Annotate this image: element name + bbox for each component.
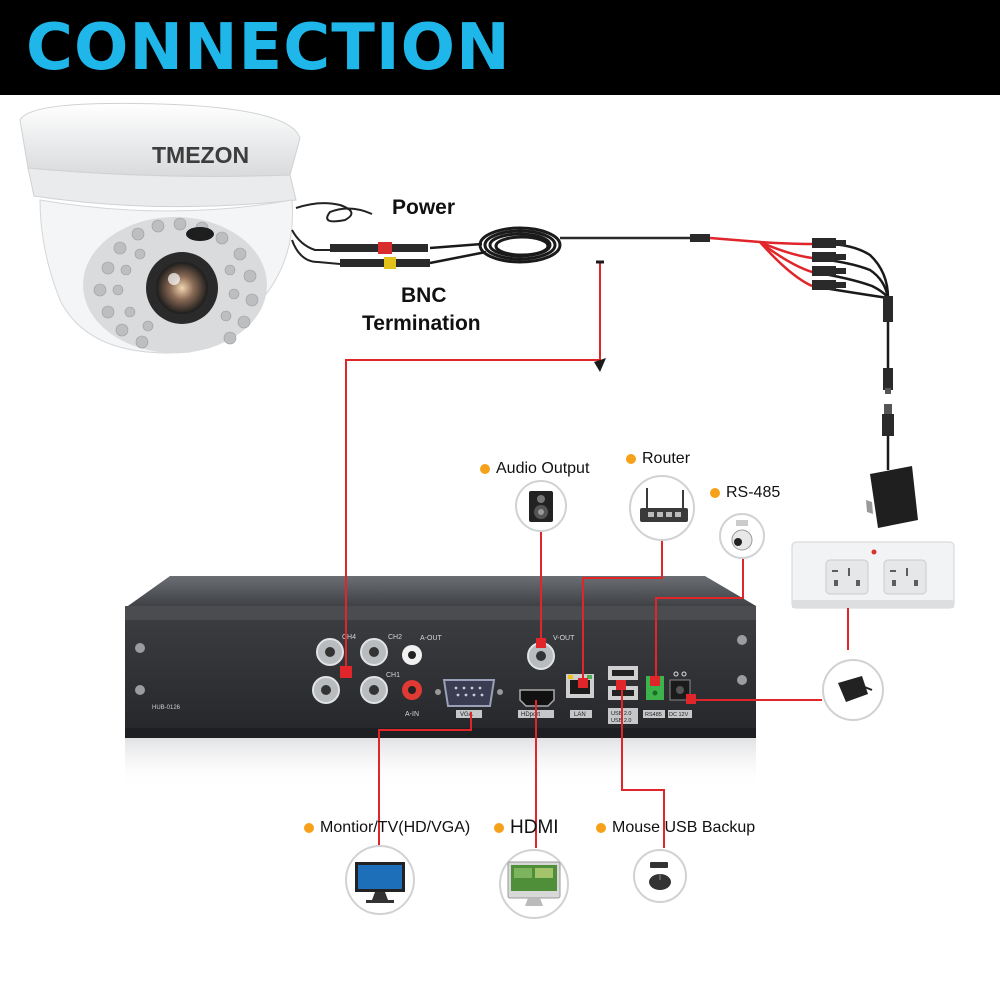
power-adapter-icon xyxy=(822,659,884,721)
camera-brand-text: TMEZON xyxy=(152,142,249,168)
power-label: Power xyxy=(392,196,456,219)
bullet-dot xyxy=(480,464,490,474)
hdmi-text: HDMI xyxy=(510,817,559,838)
hdmi-port-label: HDport xyxy=(521,712,540,718)
page-title: CONNECTION xyxy=(26,11,511,85)
audio-output-label: Audio Output xyxy=(480,460,589,478)
monitor-text: Montior/TV(HD/VGA) xyxy=(320,819,471,836)
router-label: Router xyxy=(626,450,690,468)
ch2-label: CH2 xyxy=(388,634,402,641)
dvr-model-label: HUB-0126 xyxy=(152,705,181,711)
bullet-dot xyxy=(494,823,504,833)
bnc-label-line2: Termination xyxy=(362,312,481,335)
a-in-label: A-IN xyxy=(405,711,419,718)
rs485-label: RS-485 xyxy=(710,484,780,502)
speaker-icon xyxy=(515,480,567,532)
rs485-port-label: RS485 xyxy=(645,712,662,718)
monitor-label: Montior/TV(HD/VGA) xyxy=(304,819,470,837)
monitor-icon xyxy=(345,845,415,915)
rs485-text: RS-485 xyxy=(726,484,781,501)
dc12v-label: DC 12V xyxy=(669,712,689,718)
bullet-dot xyxy=(626,454,636,464)
connection-lines xyxy=(345,262,849,848)
lan-label: LAN xyxy=(574,712,586,718)
ch1-label: CH1 xyxy=(386,672,400,679)
router-text: Router xyxy=(642,450,691,467)
router-icon xyxy=(629,475,695,541)
mouse-usb-text: Mouse USB Backup xyxy=(612,819,756,836)
v-out-label: V-OUT xyxy=(553,635,575,642)
wall-adapter xyxy=(866,404,918,528)
power-splitter xyxy=(759,238,893,394)
bnc-inputs xyxy=(312,638,388,704)
mouse-usb-label: Mouse USB Backup xyxy=(596,819,755,837)
hdmi-label: HDMI xyxy=(494,817,559,839)
ptz-camera-icon xyxy=(719,513,765,559)
usb-mouse-icon xyxy=(633,849,687,903)
imac-icon xyxy=(499,849,569,919)
camera-cables xyxy=(291,202,373,265)
bnc-label-line1: BNC xyxy=(401,284,447,307)
camera-icon: TMEZON xyxy=(19,102,301,354)
power-socket-icon xyxy=(791,541,955,609)
a-out-label: A-OUT xyxy=(420,635,443,642)
bullet-dot xyxy=(710,488,720,498)
dvr-recorder: CH4 CH2 CH1 A-OUT A-IN VGA HDport V-OUT … xyxy=(125,576,756,788)
bullet-dot xyxy=(304,823,314,833)
vga-label: VGA xyxy=(460,712,473,718)
audio-output-text: Audio Output xyxy=(496,460,590,477)
bullet-dot xyxy=(596,823,606,833)
connection-diagram: TMEZON xyxy=(19,102,955,919)
header-bar: CONNECTION xyxy=(0,0,1000,95)
cable-coil xyxy=(478,226,562,264)
ch4-label: CH4 xyxy=(342,634,356,641)
bnc-plug xyxy=(340,259,384,267)
power-plug xyxy=(330,244,378,252)
